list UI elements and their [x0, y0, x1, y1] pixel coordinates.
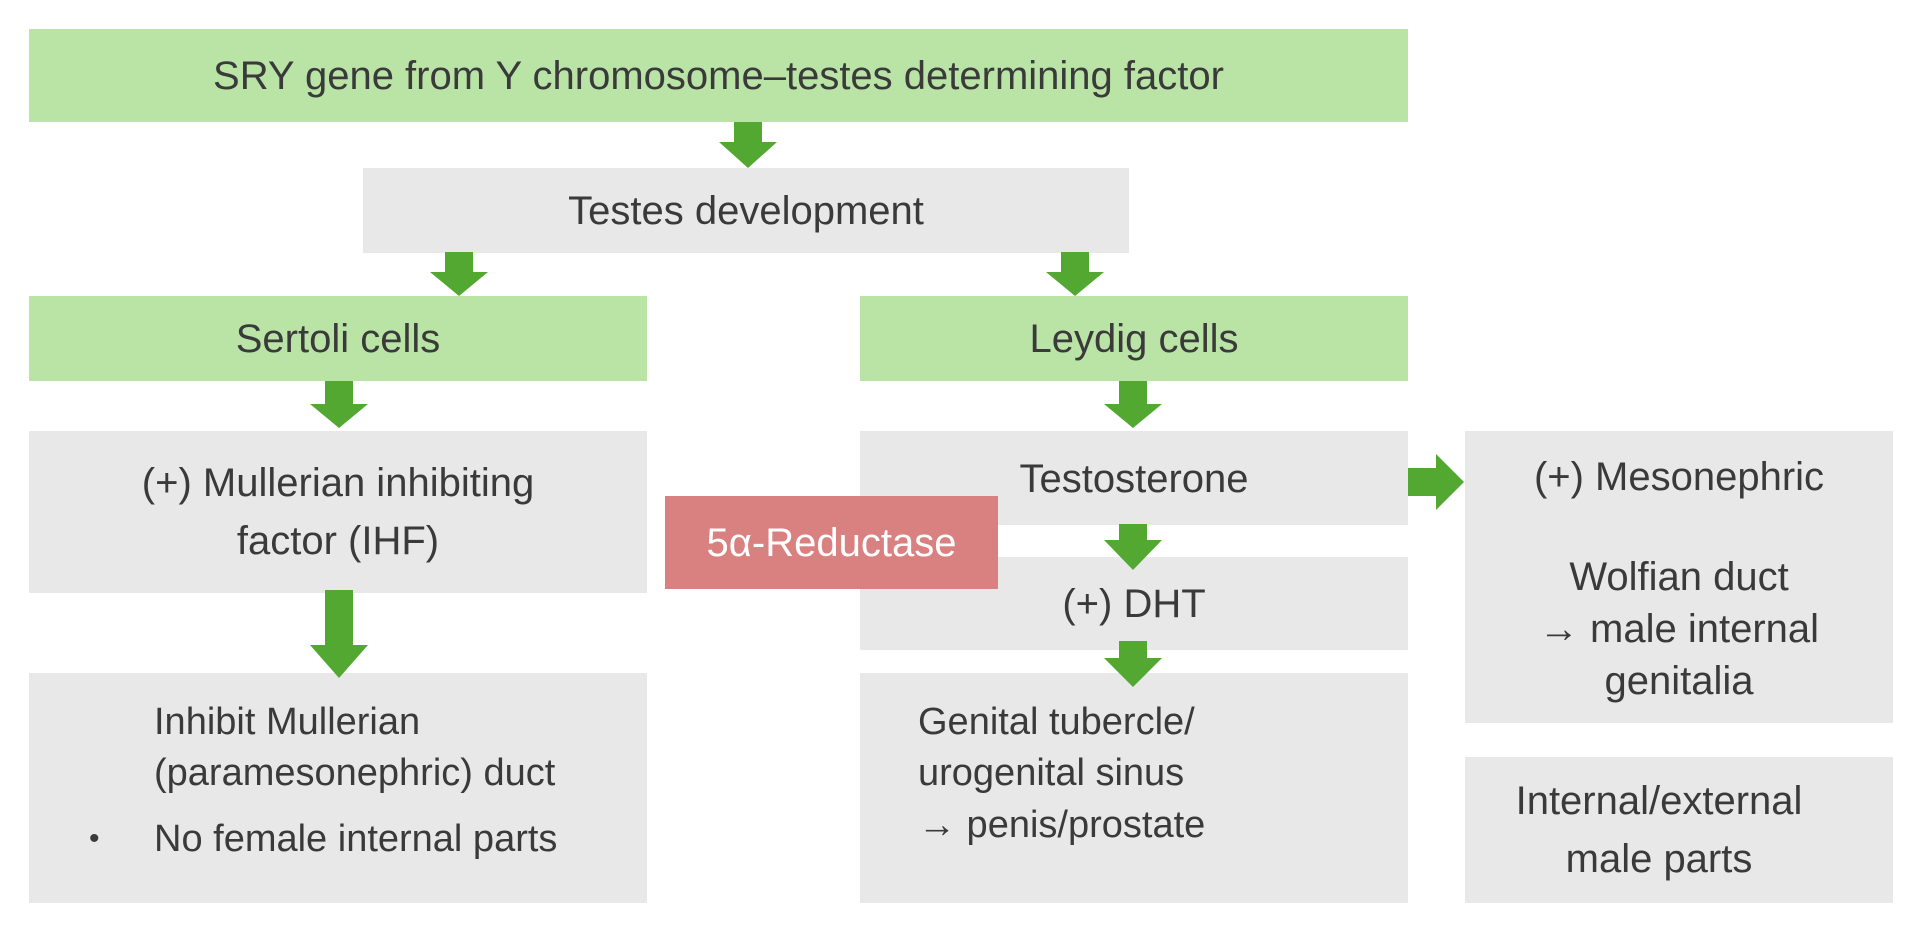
down-arrow-icon	[1046, 252, 1104, 296]
testes-development-label: Testes development	[568, 188, 924, 233]
sry-box: SRY gene from Y chromosome–testes determ…	[29, 29, 1408, 122]
5a-reductase-box: 5α-Reductase	[665, 496, 998, 589]
mesonephric-box: (+) Mesonephric Wolfian duct → male inte…	[1465, 431, 1893, 723]
inhibit-line1: Inhibit Mullerian	[154, 701, 421, 743]
wolfian-line2: → male internal	[1538, 607, 1820, 651]
genital-tubercle-box: Genital tubercle/ urogenital sinus → pen…	[860, 673, 1408, 903]
mesonephric-label: (+) Mesonephric	[1533, 455, 1825, 499]
result-line1: Internal/external	[1515, 779, 1803, 823]
genital-line1: Genital tubercle/	[918, 701, 1195, 743]
mif-line2: factor (IHF)	[236, 519, 440, 563]
wolfian-line1: Wolfian duct	[1569, 555, 1789, 599]
testes-development-box: Testes development	[363, 168, 1129, 253]
right-arrow-icon	[1408, 454, 1464, 510]
down-arrow-icon	[310, 590, 368, 678]
bullet-mark: •	[89, 821, 100, 855]
mif-line1: (+) Mullerian inhibiting	[141, 461, 535, 505]
down-arrow-icon	[719, 122, 777, 168]
inhibit-line2: (paramesonephric) duct	[154, 752, 556, 795]
genital-line2: urogenital sinus	[918, 752, 1185, 795]
genital-line3: → penis/prostate	[918, 803, 1206, 846]
wolfian-line3: genitalia	[1604, 659, 1754, 703]
bullet-item: • No female internal parts	[29, 814, 557, 865]
mif-box: (+) Mullerian inhibiting factor (IHF)	[29, 431, 647, 593]
sertoli-cells-label: Sertoli cells	[235, 316, 441, 361]
leydig-cells-box: Leydig cells	[860, 296, 1408, 381]
down-arrow-icon	[1104, 381, 1162, 428]
bullet-text: No female internal parts	[154, 817, 558, 860]
result-line2: male parts	[1565, 837, 1753, 881]
down-arrow-icon	[310, 381, 368, 428]
dht-label: (+) DHT	[1062, 581, 1206, 626]
sry-label: SRY gene from Y chromosome–testes determ…	[213, 53, 1224, 98]
sertoli-cells-box: Sertoli cells	[29, 296, 647, 381]
internal-external-box: Internal/external male parts	[1465, 757, 1893, 903]
down-arrow-icon	[430, 252, 488, 296]
5a-reductase-label: 5α-Reductase	[706, 520, 957, 565]
testosterone-label: Testosterone	[1019, 457, 1249, 501]
inhibit-mullerian-box: Inhibit Mullerian (paramesonephric) duct…	[29, 673, 647, 903]
leydig-cells-label: Leydig cells	[1029, 316, 1239, 361]
